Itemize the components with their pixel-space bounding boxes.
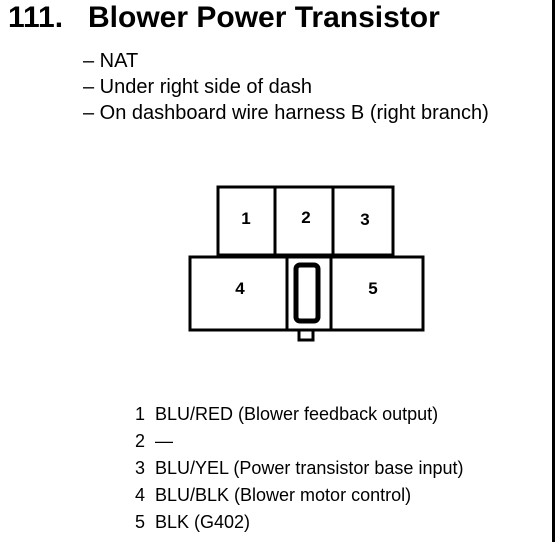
locking-tab-icon [293, 262, 321, 324]
pinout-row: 4 BLU/BLK (Blower motor control) [135, 482, 463, 509]
pin-label-5: 5 [368, 279, 377, 298]
pinout-pin-number: 5 [135, 512, 146, 532]
pinout-description: BLK (G402) [155, 512, 251, 532]
pinout-description: BLU/YEL (Power transistor base input) [155, 458, 464, 478]
pin-label-4: 4 [235, 279, 245, 298]
pinout-pin-number: 1 [135, 404, 146, 424]
pin-label-1: 1 [241, 209, 250, 228]
pinout-row: 3 BLU/YEL (Power transistor base input) [135, 455, 463, 482]
cavity-2 [273, 185, 335, 257]
location-notes: – NAT – Under right side of dash – On da… [83, 48, 489, 126]
cavity-3 [331, 185, 395, 257]
page-edge-rule [552, 0, 555, 542]
note-harness: – On dashboard wire harness B (right bra… [83, 102, 489, 124]
section-number: 111. [8, 1, 64, 34]
pinout-row: 1 BLU/RED (Blower feedback output) [135, 401, 463, 428]
pin-label-2: 2 [301, 208, 310, 227]
note-model: – NAT [83, 50, 139, 72]
pinout-pin-number: 3 [135, 458, 146, 478]
pinout-row: 5 BLK (G402) [135, 509, 463, 536]
pinout-pin-number: 2 [135, 431, 146, 451]
pinout-description: — [155, 431, 173, 451]
page-heading: 111. Blower Power Transistor [8, 0, 440, 36]
latch-icon [297, 328, 315, 342]
pinout-description: BLU/BLK (Blower motor control) [155, 485, 412, 505]
pinout-row: 2— [135, 428, 463, 455]
note-location: – Under right side of dash [83, 76, 313, 98]
pin-label-3: 3 [360, 210, 369, 229]
pinout-description: BLU/RED (Blower feedback output) [155, 404, 439, 424]
section-title: Blower Power Transistor [88, 1, 440, 34]
pinout-pin-number: 4 [135, 485, 146, 505]
